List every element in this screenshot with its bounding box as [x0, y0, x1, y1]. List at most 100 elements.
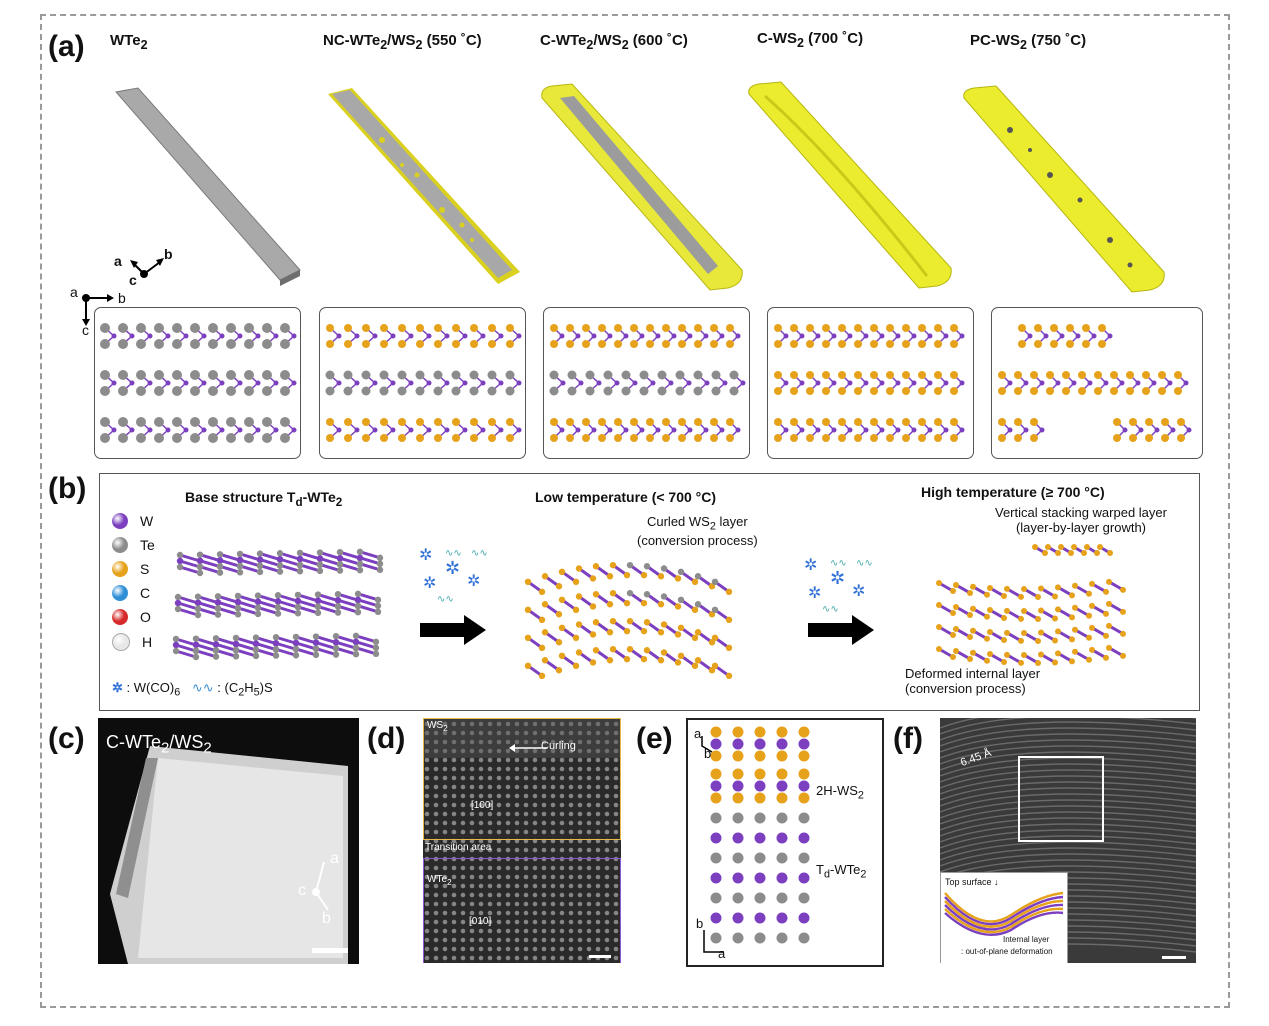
axis-a-e-top: a — [694, 726, 702, 741]
label-2h-ws2: 2H-WS2 — [816, 783, 864, 802]
atom-w-icon — [112, 513, 128, 529]
svg-text:✲: ✲ — [804, 557, 817, 574]
high-temp-structure — [936, 544, 1126, 666]
deformed-internal-label: Deformed internal layer(conversion proce… — [905, 666, 1041, 696]
label-ws2-d: WS2 — [427, 720, 448, 733]
arrow-right-1 — [420, 615, 486, 645]
axes-abc-side — [82, 294, 114, 326]
structure-box-nc — [319, 307, 526, 459]
axes-abc-top — [130, 258, 164, 278]
axes-e-bottom — [703, 930, 724, 953]
svg-text:✲: ✲ — [852, 583, 865, 600]
title-high-temp: High temperature (≥ 700 °C) — [921, 484, 1105, 500]
c2h5s-icon: ∿∿ — [191, 680, 214, 695]
axis-a-e-bottom: a — [718, 946, 726, 961]
panel-e-label: (e) — [636, 722, 673, 755]
flake-pc-ws2 — [963, 85, 1165, 293]
atom-s-icon — [112, 561, 128, 577]
transition-label: Transition area — [425, 842, 492, 853]
svg-text:✲: ✲ — [467, 573, 480, 590]
axis-a-side: a — [70, 284, 78, 300]
precursor-molecules-2: ✲ ✲ ✲ ✲ ∿∿ ∿∿ ∿∿ — [804, 557, 873, 615]
direction-010: [010] — [469, 916, 492, 927]
curling-arrow — [509, 744, 547, 752]
title-base-structure: Base structure Td-WTe2 — [185, 489, 343, 509]
atom-h-icon — [112, 633, 130, 651]
precursor-legend: ✲ : W(CO)6 ∿∿ : (C2H5)S — [112, 680, 273, 699]
wte2-region — [423, 858, 621, 963]
svg-text:∿∿: ∿∿ — [437, 594, 454, 605]
legend-o: O — [112, 609, 151, 625]
axis-a-top: a — [114, 253, 122, 269]
legend-te: Te — [112, 537, 155, 553]
legend-w: W — [112, 513, 153, 529]
flake-c-wte2-ws2 — [541, 83, 743, 291]
curling-label: Curling — [541, 740, 576, 752]
panel-b-box — [99, 473, 1200, 711]
flake-c-ws2 — [748, 81, 952, 289]
atom-o-icon — [112, 609, 128, 625]
internal-layer-sub: : out-of-plane deformation — [961, 947, 1053, 956]
svg-text:✲: ✲ — [419, 547, 432, 564]
svg-text:∿∿: ∿∿ — [856, 558, 873, 569]
axis-b-c: b — [322, 910, 331, 927]
axis-b-side: b — [118, 290, 126, 306]
flake-nc-wte2-ws2 — [328, 88, 520, 284]
stage-title-cws2: C-WS2 (700 ˚C) — [757, 30, 864, 50]
top-surface-label: Top surface ↓ — [945, 877, 999, 887]
hrtem-image-f: 6.45 Å Top surface ↓ Internal layer : ou… — [940, 718, 1196, 963]
panel-d-label: (d) — [367, 722, 406, 755]
axis-c-top: c — [129, 272, 137, 288]
label-wte2-d: WTe2 — [427, 874, 452, 887]
inset-f: Top surface ↓ Internal layer : out-of-pl… — [940, 872, 1068, 963]
axis-c-side: c — [82, 322, 89, 338]
label-td-wte2: Td-WTe2 — [816, 862, 867, 881]
svg-text:✲: ✲ — [808, 585, 821, 602]
wco6-icon: ✲ — [112, 680, 123, 695]
axes-e-top — [701, 736, 713, 753]
axis-a-c: a — [330, 850, 339, 867]
flake-wte2 — [115, 87, 301, 286]
panel-f-label: (f) — [893, 722, 923, 755]
panel-e-box: a b 2H-WS2 Td-WTe2 b a — [686, 718, 884, 967]
vertical-stacking-label: Vertical stacking warped layer(layer-by-… — [995, 505, 1167, 535]
low-temp-structure — [524, 561, 733, 680]
stem-image-c: C-WTe2/WS2 a c b — [98, 718, 359, 964]
panel-a-label: (a) — [48, 30, 85, 63]
structure-box-cws2 — [767, 307, 974, 459]
legend-c: C — [112, 585, 150, 601]
scale-bar-c — [312, 948, 348, 953]
legend-s: S — [112, 561, 149, 577]
svg-text:✲: ✲ — [830, 568, 845, 588]
scale-bar-d — [589, 955, 611, 958]
stage-title-pcws2: PC-WS2 (750 ˚C) — [970, 32, 1087, 52]
ws2-region — [423, 718, 621, 840]
arrow-right-2 — [808, 615, 874, 645]
figure-frame — [40, 14, 1230, 1008]
base-structure-wte2 — [172, 548, 384, 661]
hrtem-image-d: WS2 Curling [100] Transition area WTe2 [… — [423, 718, 621, 963]
panel-c-label: (c) — [48, 722, 85, 755]
stage-title-c: C-WTe2/WS2 (600 ˚C) — [540, 32, 688, 52]
svg-text:∿∿: ∿∿ — [445, 548, 462, 559]
internal-layer-label: Internal layer — [1003, 935, 1050, 944]
svg-text:∿∿: ∿∿ — [471, 548, 488, 559]
svg-text:∿∿: ∿∿ — [830, 558, 847, 569]
stage-title-nc: NC-WTe2/WS2 (550 ˚C) — [323, 32, 482, 52]
atom-c-icon — [112, 585, 128, 601]
panel-b-label: (b) — [48, 472, 87, 505]
axes-c — [312, 861, 329, 911]
svg-text:∿∿: ∿∿ — [822, 604, 839, 615]
stem-c-title: C-WTe2/WS2 — [106, 732, 212, 757]
axis-b-top: b — [164, 246, 173, 262]
structure-box-c — [543, 307, 750, 459]
scale-bar-f — [1162, 956, 1186, 959]
svg-text:✲: ✲ — [445, 558, 460, 578]
stage-title-wte2: WTe2 — [110, 32, 148, 52]
title-low-temp: Low temperature (< 700 °C) — [535, 489, 717, 505]
structure-box-pcws2 — [991, 307, 1203, 459]
legend-h: H — [112, 633, 152, 651]
axis-b-e-bottom: b — [696, 916, 704, 931]
direction-100: [100] — [471, 800, 494, 811]
